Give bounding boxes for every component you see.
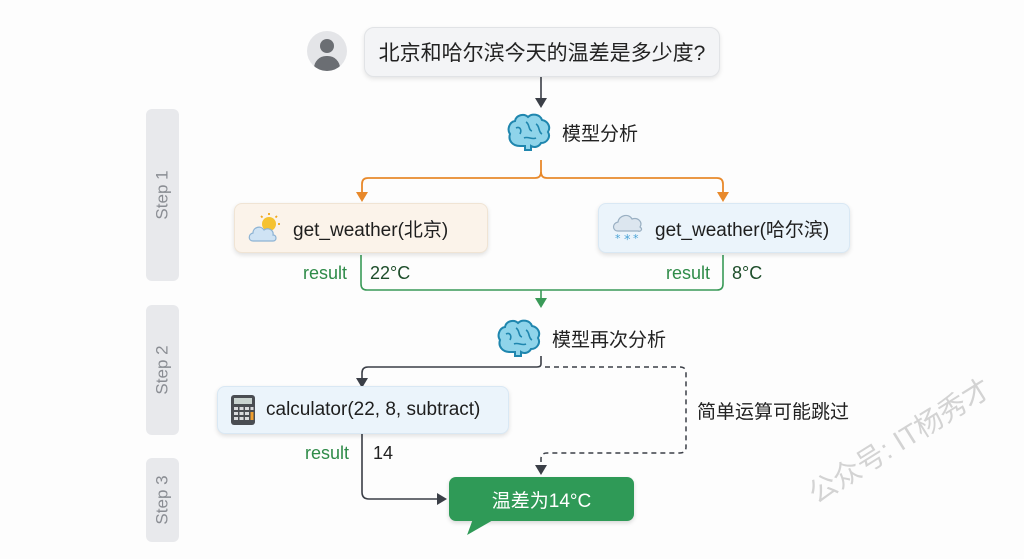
result-label-harbin: result [666,263,711,283]
watermark: 公众号: IT杨秀才 [803,372,997,510]
tool-call-weather-harbin: * * * get_weather(哈尔滨) [598,203,850,253]
snow-cloud-icon: * * * [612,214,643,245]
result-value-harbin: 8°C [732,263,763,283]
calculator-icon [231,395,255,425]
arrowhead-right-weather [717,192,729,202]
tool-call-text: get_weather(哈尔滨) [655,219,830,241]
brain-icon [497,319,541,357]
result-value-beijing: 22°C [370,263,411,283]
arrowhead-answer [437,493,447,505]
brain-icon [507,113,551,151]
arrowhead [535,98,547,108]
tool-call-text: calculator(22, 8, subtract) [266,399,481,420]
connector-to-calculator [361,356,542,380]
tool-call-text: get_weather(北京) [293,219,449,241]
step-1-pill: Step 1 [146,109,179,281]
tool-call-weather-beijing: get_weather(北京) [234,203,488,253]
analysis-label: 模型分析 [562,123,639,145]
partly-sunny-icon [248,213,280,242]
answer-text: 温差为14°C [491,490,592,512]
svg-text:*: * [624,233,631,245]
arrowhead-left-weather [356,192,368,202]
user-avatar-icon [307,31,347,71]
model-analysis: 模型分析 [506,112,638,152]
step-3-pill: Step 3 [146,458,179,542]
svg-text:*: * [615,232,621,245]
arrowhead-skip [535,465,547,475]
answer-bubble-tail [467,519,495,535]
orange-fork-connector [361,160,724,194]
model-reanalysis: 模型再次分析 [496,318,666,358]
skip-note: 简单运算可能跳过 [697,402,850,423]
answer-bubble: 温差为14°C [449,477,634,521]
step-2-label: Step 2 [152,345,172,395]
step-3-label: Step 3 [152,475,172,525]
dashed-skip-connector [540,366,687,466]
result-label-calculator: result [305,443,350,463]
reanalysis-label: 模型再次分析 [552,329,667,351]
step-1-label: Step 1 [152,170,172,220]
user-question-bubble: 北京和哈尔滨今天的温差是多少度? [364,27,720,77]
tool-call-calculator: calculator(22, 8, subtract) [217,386,509,434]
svg-text:*: * [633,232,639,245]
arrowhead-to-reanalysis [535,298,547,308]
result-label-beijing: result [303,263,348,283]
step-2-pill: Step 2 [146,305,179,435]
user-question-text: 北京和哈尔滨今天的温差是多少度? [378,42,706,65]
result-value-calculator: 14 [373,443,394,463]
